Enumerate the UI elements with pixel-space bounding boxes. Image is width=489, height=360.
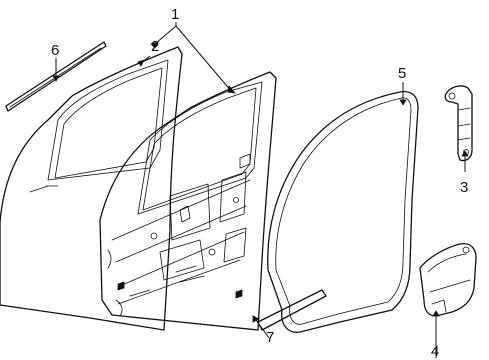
callout-labels: 1 2 3 4 5 6 7 — [51, 6, 468, 360]
callout-5: 5 — [398, 65, 406, 82]
part-4-module-housing — [419, 242, 477, 317]
callout-6: 6 — [51, 42, 59, 59]
part-2-outer-door-skin — [0, 46, 183, 331]
part-3-door-hinge — [444, 85, 473, 162]
part-1-inner-door-panel — [99, 71, 277, 331]
callout-2: 2 — [151, 38, 159, 55]
leader-lines — [52, 22, 469, 358]
callout-1: 1 — [171, 6, 179, 23]
callout-3: 3 — [460, 179, 468, 196]
callout-4: 4 — [431, 343, 439, 360]
callout-7: 7 — [266, 329, 274, 346]
part-5-weatherstrip — [257, 90, 419, 333]
